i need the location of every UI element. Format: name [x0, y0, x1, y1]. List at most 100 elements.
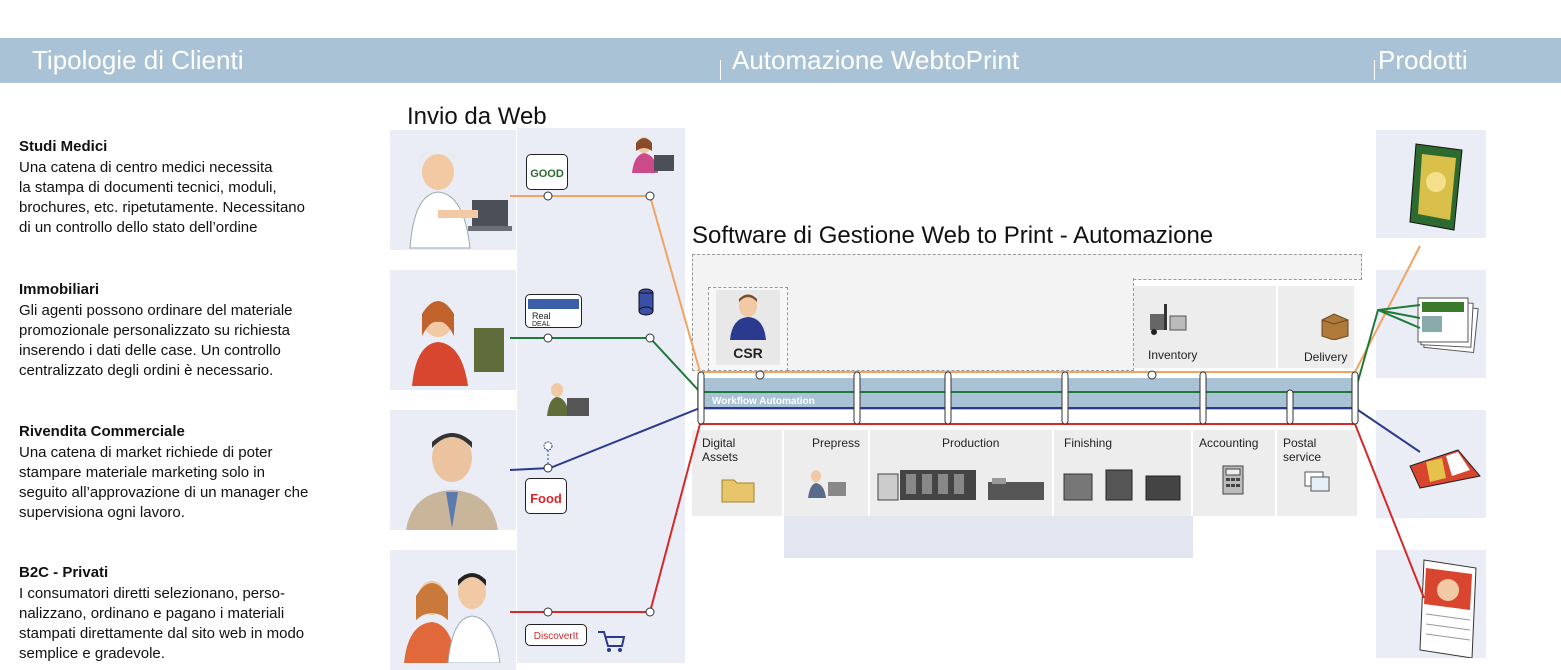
- web-user-icon: [632, 137, 674, 173]
- good-health-logo: GOOD: [530, 168, 564, 180]
- calendar-icon: [1419, 559, 1477, 659]
- discoverit-badge[interactable]: DiscoverIt: [525, 624, 587, 646]
- header-separator: [1374, 60, 1375, 80]
- stage-production[interactable]: Production: [870, 430, 1052, 516]
- workflow-connector: [1351, 371, 1359, 425]
- client-realestate: Immobiliari Gli agenti possono ordinare …: [19, 280, 389, 381]
- route-node: [543, 607, 553, 617]
- software-title: Software di Gestione Web to Print - Auto…: [692, 222, 1214, 249]
- calculator-icon: [1222, 465, 1244, 495]
- delivery-cell[interactable]: Delivery: [1278, 286, 1354, 368]
- real-deal-badge[interactable]: Real DEAL: [525, 294, 582, 328]
- web-manager-icon: [547, 383, 589, 416]
- route-node: [645, 333, 655, 343]
- brochure-icon: [1409, 143, 1463, 231]
- workflow-connector: [1061, 371, 1069, 425]
- manager-icon: [406, 433, 498, 530]
- shopping-cart-icon[interactable]: [596, 628, 628, 654]
- green-branch-line: [1377, 309, 1421, 319]
- stage-label: Postal service: [1283, 436, 1322, 464]
- route-node: [645, 191, 655, 201]
- stage-label: Digital Assets: [702, 436, 739, 464]
- stage-prepress[interactable]: Prepress: [784, 430, 868, 516]
- database-icon: [638, 288, 654, 316]
- client-title: Immobiliari: [19, 281, 100, 298]
- client-medical: Studi Medici Una catena di centro medici…: [19, 137, 389, 238]
- workflow-connector: [1199, 371, 1207, 425]
- client-b2c: B2C - Privati I consumatori diretti sele…: [19, 563, 389, 664]
- retail-pin-icon: [543, 441, 553, 451]
- route-node: [543, 191, 553, 201]
- finishing-machines-icon: [1063, 469, 1181, 501]
- client-retail: Rivendita Commerciale Una catena di mark…: [19, 422, 389, 523]
- mail-icon: [1304, 471, 1330, 492]
- software-area: [692, 254, 1362, 280]
- good-health-badge[interactable]: GOOD: [526, 154, 568, 190]
- client-description: Gli agenti possono ordinare del material…: [19, 302, 293, 379]
- workflow-connector: [944, 371, 952, 425]
- product-calendar[interactable]: [1376, 550, 1486, 659]
- stage-postal-service[interactable]: Postal service: [1277, 430, 1357, 516]
- svg-text:GOOD: GOOD: [530, 168, 564, 180]
- client-title: Studi Medici: [19, 138, 108, 155]
- inventory-label: Inventory: [1148, 348, 1198, 362]
- folder-icon: [721, 479, 755, 503]
- workflow-connector: [853, 371, 861, 425]
- flyers-icon: [1417, 297, 1479, 354]
- couple-illustration: [390, 550, 516, 670]
- products-heading: Prodotti: [1378, 45, 1468, 75]
- printing-press-icon: [877, 470, 1044, 501]
- svg-text:Real: Real: [532, 311, 551, 321]
- client-description: Una catena di market richiede di poter s…: [19, 444, 309, 521]
- csr-label: CSR: [733, 345, 763, 361]
- clients-heading: Tipologie di Clienti: [32, 45, 244, 75]
- green-branch-line: [1377, 309, 1421, 329]
- delivery-label: Delivery: [1304, 350, 1348, 364]
- route-node: [1147, 370, 1157, 380]
- client-description: Una catena di centro medici necessita la…: [19, 159, 305, 236]
- workflow-connector: [1286, 389, 1294, 425]
- header-band: [0, 38, 1561, 83]
- svg-text:DEAL: DEAL: [532, 321, 550, 327]
- route-node: [543, 463, 553, 473]
- stage-label: Prepress: [812, 436, 861, 450]
- csr-person-icon: [730, 294, 766, 340]
- stage-accounting[interactable]: Accounting: [1193, 430, 1275, 516]
- workflow-bar: [697, 378, 1359, 410]
- green-route-line: [510, 304, 1421, 393]
- svg-text:Food: Food: [530, 491, 562, 506]
- forklift-icon: [1150, 304, 1187, 335]
- workflow-label: Workflow Automation: [712, 396, 815, 407]
- food-logo: Food: [530, 491, 562, 506]
- discoverit-logo: DiscoverIt: [534, 631, 579, 642]
- route-node: [645, 607, 655, 617]
- client-description: I consumatori diretti selezionano, perso…: [19, 585, 305, 662]
- nurse-illustration: [390, 130, 516, 250]
- route-node: [755, 370, 765, 380]
- stage-label: Finishing: [1064, 436, 1113, 450]
- inventory-cell[interactable]: Inventory: [1134, 286, 1276, 368]
- agent-icon: [412, 301, 504, 386]
- tent-card-icon: [1409, 449, 1481, 489]
- nurse-icon: [409, 150, 512, 249]
- orange-route-line: [510, 195, 1421, 373]
- stage-label: Accounting: [1199, 436, 1259, 450]
- stage-digital-assets[interactable]: Digital Assets: [692, 430, 782, 516]
- product-tent-card[interactable]: [1376, 410, 1486, 518]
- agent-illustration: [390, 270, 516, 390]
- food-badge[interactable]: Food: [525, 478, 567, 514]
- couple-icon: [404, 573, 501, 664]
- automation-heading: Automazione WebtoPrint: [732, 45, 1020, 75]
- package-icon: [1321, 313, 1349, 340]
- header-separator: [720, 60, 721, 80]
- stage-label: Production: [942, 436, 1000, 450]
- client-title: B2C - Privati: [19, 564, 109, 581]
- stage-finishing[interactable]: Finishing: [1054, 430, 1191, 516]
- csr-card[interactable]: CSR: [716, 290, 780, 365]
- product-flyers[interactable]: [1376, 270, 1486, 378]
- route-node: [543, 333, 553, 343]
- operator-icon: [808, 470, 846, 498]
- red-route-line: [510, 423, 1425, 613]
- product-brochure[interactable]: [1376, 130, 1486, 238]
